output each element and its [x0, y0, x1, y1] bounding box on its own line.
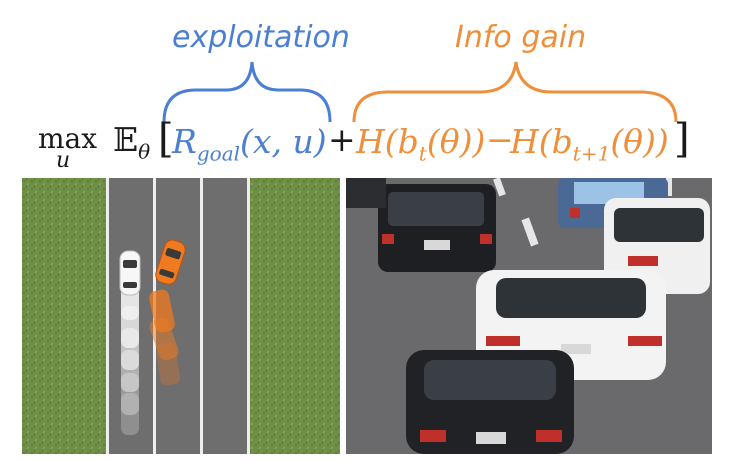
plus-sign: +: [328, 120, 356, 159]
white-car: [119, 250, 141, 296]
max-operator: max: [38, 122, 98, 155]
minus-sign: −: [486, 120, 514, 159]
dark-suv: [378, 184, 496, 272]
reward-subscript: goal: [196, 141, 241, 166]
info-gain-brace: [352, 61, 678, 123]
open-bracket: [: [158, 116, 174, 162]
expectation-subscript: θ: [138, 139, 151, 164]
entropy-current-subscript: t: [418, 141, 427, 166]
reward-term: Rgoal(x, u): [172, 122, 327, 166]
exploitation-brace: [162, 61, 332, 123]
simulated-road-icon: [22, 178, 340, 454]
max-subscript: u: [56, 148, 71, 173]
orange-car: [155, 239, 186, 285]
expectation-operator: 𝔼θ: [113, 120, 151, 164]
close-bracket: ]: [674, 116, 690, 162]
orange-car-trail: [149, 289, 180, 386]
white-car-trail: [121, 278, 139, 435]
entropy-current-term: H(bt(θ)): [356, 122, 486, 166]
info-gain-label: Info gain: [455, 20, 587, 55]
exploitation-label: exploitation: [172, 20, 350, 55]
entropy-next-subscript: t+1: [572, 141, 611, 166]
real-traffic-photo-icon: [346, 178, 712, 454]
entropy-next-term: H(bt+1(θ)): [510, 122, 669, 166]
dark-sedan: [406, 350, 574, 454]
